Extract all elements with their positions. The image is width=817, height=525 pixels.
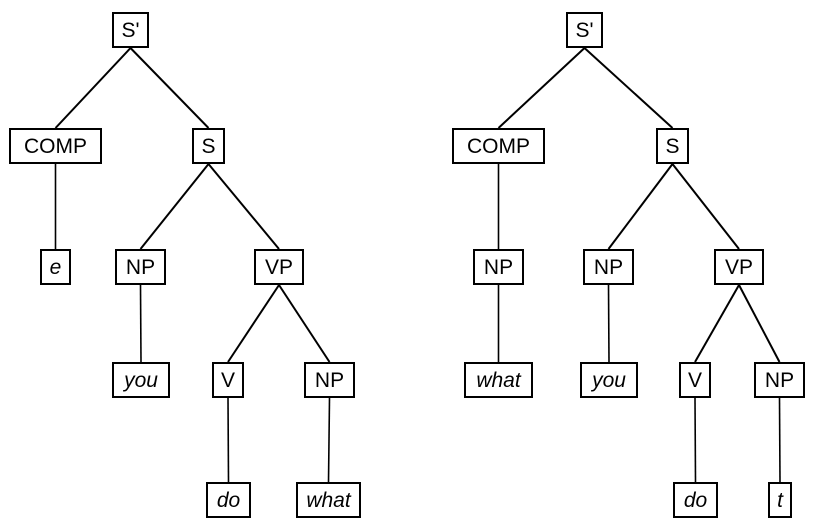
tree-category-node-s: S — [192, 128, 225, 164]
tree-edge — [671, 163, 740, 250]
tree-category-node-v: V — [212, 362, 244, 398]
tree-category-node-v: V — [679, 362, 711, 398]
tree-leaf-node-do: do — [673, 482, 718, 518]
tree-leaf-node-what: what — [296, 482, 361, 518]
tree-category-node-s: S' — [112, 12, 149, 48]
tree-category-node-comp: COMP — [452, 128, 545, 164]
tree-leaf-node-do: do — [206, 482, 251, 518]
tree-edge — [738, 284, 781, 363]
tree-leaf-node-you: you — [112, 362, 170, 398]
tree-category-node-comp: COMP — [9, 128, 102, 164]
tree-category-node-vp: VP — [254, 249, 304, 285]
tree-edge — [778, 397, 781, 483]
tree-category-node-s: S — [656, 128, 689, 164]
tree-edge — [607, 284, 610, 363]
tree-category-node-vp: VP — [714, 249, 764, 285]
tree-edge — [583, 47, 674, 129]
tree-category-node-np: NP — [115, 249, 166, 285]
tree-leaf-node-e: e — [40, 249, 71, 285]
tree-leaf-node-what: what — [464, 362, 533, 398]
tree-edge — [694, 397, 697, 483]
tree-category-node-np: NP — [304, 362, 355, 398]
tree-category-node-np: NP — [754, 362, 805, 398]
tree-category-node-np: NP — [583, 249, 634, 285]
tree-leaf-node-you: you — [580, 362, 638, 398]
tree-category-node-np: NP — [473, 249, 524, 285]
tree-edge — [607, 163, 674, 250]
tree-category-node-s: S' — [566, 12, 603, 48]
tree-leaf-node-t: t — [768, 482, 792, 518]
tree-edge — [497, 47, 586, 129]
tree-edge — [694, 284, 740, 363]
